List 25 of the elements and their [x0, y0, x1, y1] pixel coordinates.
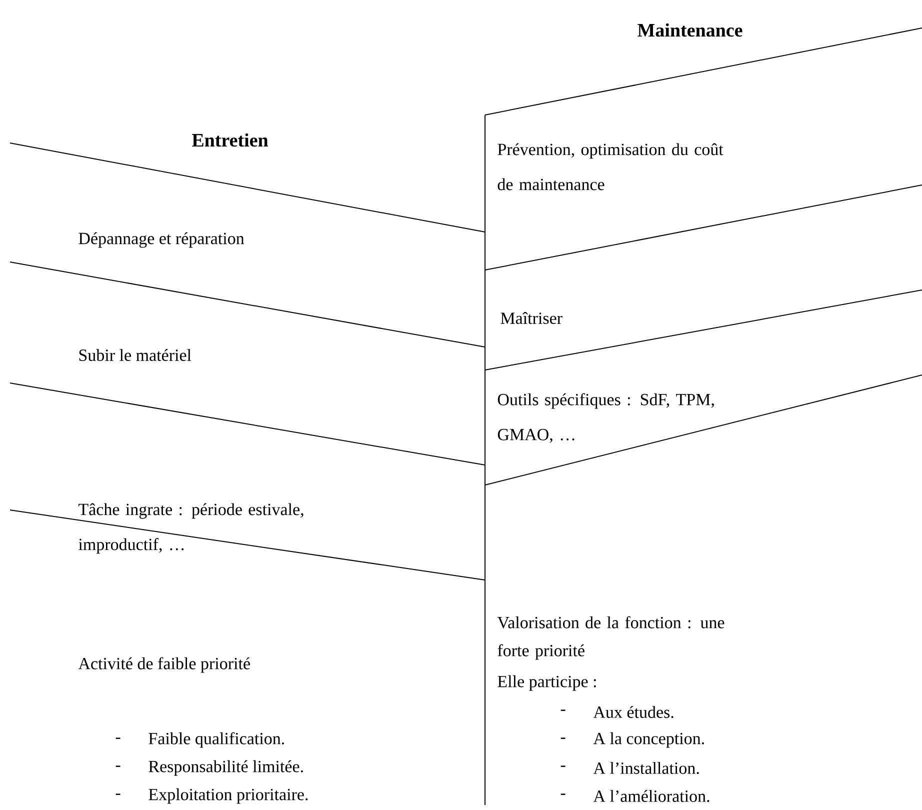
heading: Entretien: [192, 133, 268, 147]
text-label: Maîtriser: [500, 312, 562, 324]
text-label: Subir le matériel: [79, 349, 192, 361]
text-label: Valorisation de la fonction : une forte priorité: [497, 616, 724, 660]
text-label: Prévention, optimisation du coût de maintenance: [498, 143, 724, 190]
list-dash: -: [116, 766, 120, 767]
list-dash: -: [116, 738, 120, 739]
text-label: Activité de faible priorité: [78, 657, 250, 673]
text-label: A l’amélioration.: [593, 790, 710, 802]
list-dash: -: [560, 766, 566, 767]
text-label: Aux études.: [593, 706, 674, 718]
text-label: Responsabilité limitée.: [148, 760, 303, 776]
list-dash: -: [560, 794, 566, 795]
text-label: Outils spécifiques : SdF, TPM, GMAO, …: [498, 393, 714, 443]
text-label: Dépannage et réparation: [78, 232, 244, 248]
list-dash: -: [560, 710, 566, 711]
text-label: Exploitation prioritaire.: [148, 788, 308, 804]
text-label: Faible qualification.: [148, 732, 284, 748]
text-label: Elle participe :: [498, 675, 596, 691]
text-label: A l’installation.: [593, 762, 699, 774]
text-label: Tâche ingrate : période estivale, improductif, …: [78, 503, 304, 554]
heading: Maintenance: [638, 23, 742, 37]
list-dash: -: [560, 738, 566, 739]
list-dash: -: [116, 794, 120, 795]
text-label: A la conception.: [593, 732, 704, 748]
